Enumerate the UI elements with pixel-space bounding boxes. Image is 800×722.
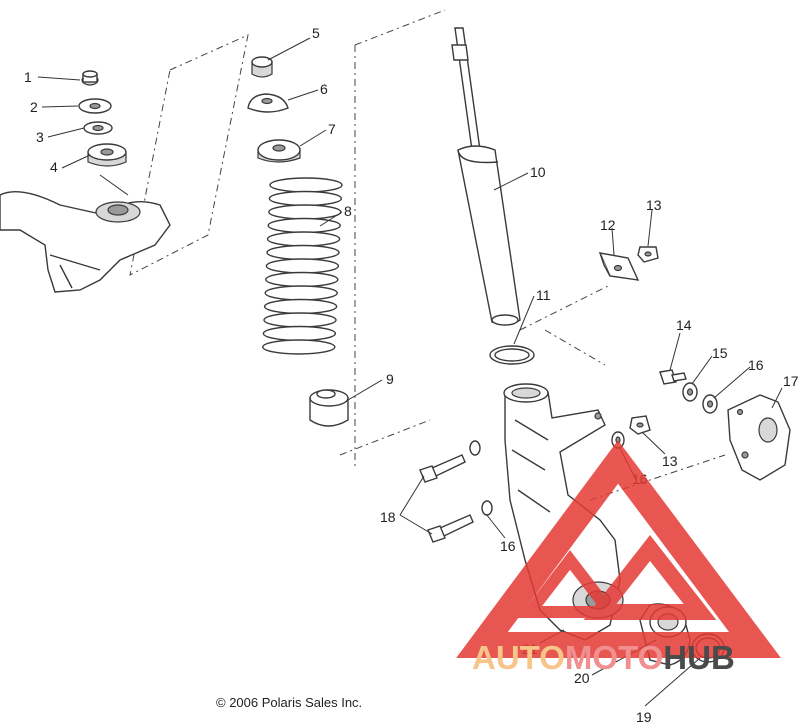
callout-17: 17 — [783, 373, 799, 389]
part-3-washer — [83, 121, 113, 135]
part-10-strut-cartridge — [451, 27, 521, 326]
spring-coil — [268, 190, 343, 207]
spring-coil — [269, 177, 343, 193]
part-8-coil-spring — [262, 177, 343, 355]
spring-coil — [262, 339, 336, 355]
part-16-washer-a — [702, 394, 718, 414]
spring-coil — [264, 285, 338, 301]
centerline-caliper — [589, 454, 726, 501]
part-18-bolts — [419, 440, 493, 543]
callout-20: 20 — [574, 670, 590, 686]
part-13-nut-lower — [629, 415, 651, 435]
callout-12: 12 — [600, 217, 616, 233]
spring-coil — [266, 231, 341, 247]
callout-16: 16 — [500, 538, 516, 554]
part-6-retainer — [247, 93, 289, 113]
callout-9: 9 — [386, 371, 394, 387]
watermark-hub: HUB — [663, 639, 735, 676]
callout-1: 1 — [24, 69, 32, 85]
callout-4: 4 — [50, 159, 58, 175]
callout-5: 5 — [312, 25, 320, 41]
part-12-clip — [598, 252, 640, 281]
watermark-moto: MOTO — [565, 639, 663, 676]
part-15-washer — [682, 382, 698, 402]
spring-coil — [263, 298, 338, 315]
spring-coil — [266, 244, 340, 261]
spring-coil — [263, 312, 337, 328]
spring-coil — [262, 325, 337, 342]
callout-8: 8 — [344, 203, 352, 219]
copyright-text: © 2006 Polaris Sales Inc. — [216, 695, 362, 710]
watermark-auto: AUTO — [472, 639, 565, 676]
spring-coil — [265, 258, 340, 274]
watermark-logo — [456, 440, 781, 658]
part-5-nut — [251, 56, 273, 78]
part-1-lock-nut — [81, 70, 99, 86]
callout-19: 19 — [636, 709, 652, 722]
callout-11: 11 — [536, 287, 551, 303]
part-4-bushing — [87, 143, 127, 167]
centerline-knuckle — [519, 284, 611, 331]
part-11-o-ring — [489, 345, 535, 365]
centerline-knuckle-b — [544, 329, 606, 366]
callout-3: 3 — [36, 129, 44, 145]
callout-16: 16 — [748, 357, 764, 373]
callout-14: 14 — [676, 317, 692, 333]
part-14-bolt — [659, 369, 687, 385]
spring-coil — [268, 204, 342, 220]
part-7-spring-seat — [257, 139, 301, 163]
part-13-nut-upper — [637, 246, 659, 263]
spring-coil — [265, 271, 339, 288]
callout-10: 10 — [530, 164, 546, 180]
centerline-spring-bottom — [339, 419, 431, 456]
upper-frame-mount — [0, 174, 171, 293]
watermark-word-auto: AUTOMOTOHUB — [472, 639, 735, 676]
centerline-spring — [354, 9, 446, 46]
part-17-caliper-bracket — [727, 394, 791, 481]
callout-6: 6 — [320, 81, 328, 97]
callout-13: 13 — [662, 453, 678, 469]
callout-18: 18 — [380, 509, 396, 525]
callout-7: 7 — [328, 121, 336, 137]
part-16-washer-b — [611, 431, 625, 449]
part-2-washer — [78, 98, 112, 114]
callout-2: 2 — [30, 99, 38, 115]
callout-13: 13 — [646, 197, 662, 213]
callout-15: 15 — [712, 345, 728, 361]
part-9-bump-stop — [309, 389, 349, 427]
